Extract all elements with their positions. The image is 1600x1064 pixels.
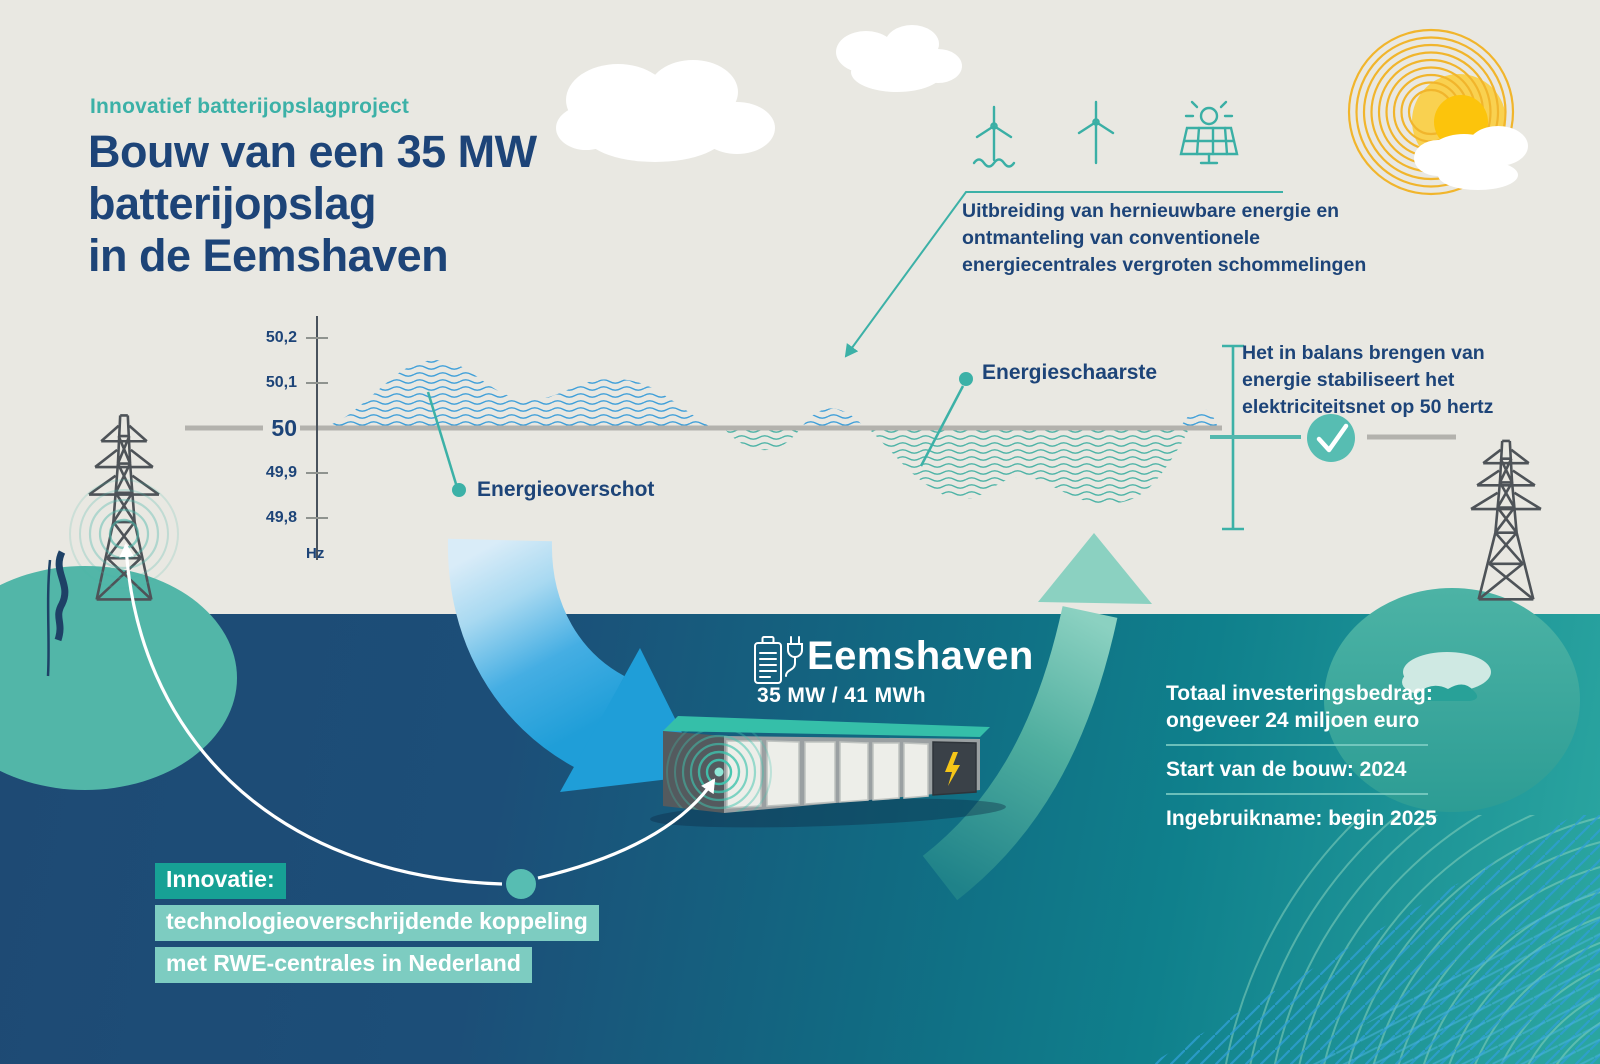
note-line: energiecentrales vergroten schommelingen bbox=[962, 253, 1367, 276]
container-door bbox=[726, 740, 929, 809]
cloud-icon bbox=[556, 60, 775, 162]
signal-rings bbox=[666, 727, 772, 813]
balance-note: Het in balans brengen van energie stabil… bbox=[1242, 340, 1493, 421]
project-kicker: Innovatief batterijopslagproject bbox=[90, 95, 410, 118]
y-axis-ticks bbox=[306, 337, 328, 519]
y-tick-label: 50,1 bbox=[265, 374, 297, 391]
investment-value: ongeveer 24 miljoen euro bbox=[1166, 709, 1420, 732]
wind-turbine-icon bbox=[1077, 100, 1115, 165]
frequency-chart bbox=[185, 191, 1456, 560]
y-tick-label-50: 50 bbox=[271, 415, 297, 441]
battery-container bbox=[650, 716, 1006, 828]
y-axis-unit-label: Hz bbox=[306, 545, 325, 562]
station-capacity: 35 MW / 41 MWh bbox=[757, 684, 926, 707]
cloud-icon bbox=[836, 25, 962, 92]
checkmark-icon bbox=[1307, 414, 1355, 462]
note-line: energie stabiliseert het bbox=[1242, 368, 1455, 391]
shore-bush bbox=[1402, 652, 1491, 701]
surplus-label: Energieoverschot bbox=[477, 478, 655, 501]
note-leader-arrow bbox=[844, 191, 1283, 358]
surplus-leader-line bbox=[426, 391, 458, 485]
lightning-bolt-icon bbox=[945, 752, 960, 786]
page-title: Bouw van een 35 MW batterijopslag in de … bbox=[88, 126, 537, 283]
project-facts: Totaal investeringsbedrag: ongeveer 24 m… bbox=[1166, 680, 1456, 832]
shortage-leader-dot bbox=[959, 372, 973, 386]
corner-line-decor bbox=[1150, 815, 1600, 1064]
shortage-wave-area bbox=[724, 428, 801, 451]
innovation-line: Innovatie: bbox=[155, 863, 286, 899]
container-roof bbox=[663, 716, 990, 737]
battery-plug-icon bbox=[754, 636, 803, 684]
y-tick-label: 49,8 bbox=[265, 509, 297, 526]
commissioning: Ingebruikname: begin 2025 bbox=[1166, 807, 1437, 830]
surplus-wave-area bbox=[801, 408, 865, 428]
title-line: in de Eemshaven bbox=[88, 230, 449, 282]
electricity-pylon-right bbox=[1470, 439, 1542, 601]
cloud-icon bbox=[1414, 126, 1528, 190]
innovation-note: Innovatie: technologieoverschrijdende ko… bbox=[155, 863, 599, 989]
coupling-connection-line bbox=[119, 543, 716, 899]
note-line: Uitbreiding van hernieuwbare energie en bbox=[962, 200, 1340, 222]
seaweed-plant bbox=[46, 550, 69, 677]
title-line: batterijopslag bbox=[88, 178, 377, 230]
surplus-leader-dot bbox=[452, 483, 466, 497]
renewables-note: Uitbreiding van hernieuwbare energie en … bbox=[962, 198, 1366, 279]
y-tick-label: 50,2 bbox=[265, 329, 297, 346]
facts-divider bbox=[1166, 793, 1428, 795]
facts-divider bbox=[1166, 744, 1428, 746]
connection-node bbox=[506, 869, 536, 899]
investment-label: Totaal investeringsbedrag: bbox=[1166, 682, 1433, 705]
innovation-line: technologieoverschrijdende koppeling bbox=[155, 905, 599, 941]
solar-panel-icon bbox=[1179, 100, 1239, 165]
shortage-label: Energieschaarste bbox=[982, 361, 1158, 384]
offshore-wind-turbine-icon bbox=[972, 105, 1016, 168]
surplus-wave-area bbox=[316, 360, 712, 428]
station-name: Eemshaven bbox=[807, 634, 1034, 678]
shortage-leader-line bbox=[919, 385, 965, 467]
shortage-wave-area bbox=[868, 428, 1189, 505]
surplus-wave-area bbox=[1180, 409, 1218, 428]
note-line: Het in balans brengen van bbox=[1242, 342, 1485, 364]
construction-start: Start van de bouw: 2024 bbox=[1166, 758, 1407, 781]
innovation-line: met RWE-centrales in Nederland bbox=[155, 947, 532, 983]
title-line: Bouw van een 35 MW bbox=[88, 126, 537, 177]
signal-rings bbox=[69, 479, 179, 589]
note-line: elektriciteitsnet op 50 hertz bbox=[1242, 395, 1494, 418]
discharge-arrow-up-icon bbox=[922, 533, 1152, 901]
y-tick-label: 49,9 bbox=[265, 464, 297, 481]
note-line: ontmanteling van conventionele bbox=[962, 226, 1260, 249]
